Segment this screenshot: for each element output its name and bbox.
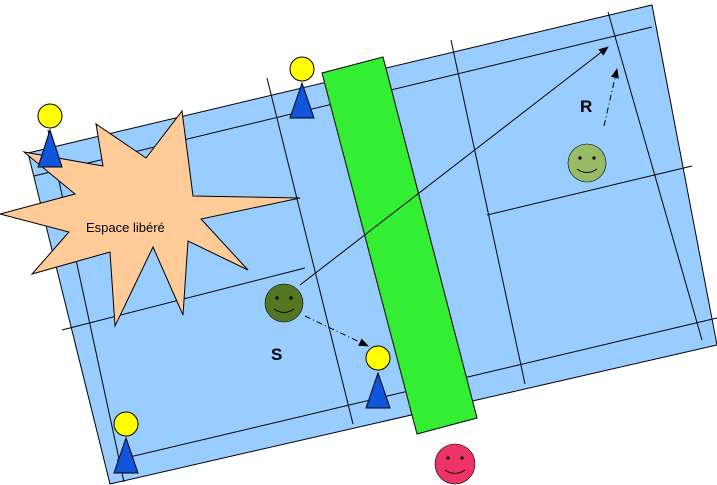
player-icon: [365, 345, 391, 409]
smiley-face-icon: [434, 443, 476, 485]
net: [321, 56, 478, 435]
smiley-face-icon: [567, 143, 607, 183]
serve-trajectory-arrow: [299, 46, 609, 286]
player-icon: [37, 103, 63, 168]
player-icon: [113, 411, 139, 474]
freed-space-star: [0, 109, 301, 328]
freed-space-label: Espace libéré: [86, 220, 165, 235]
receiver-dashed-arrow: [603, 68, 619, 127]
receiver-label: R: [580, 97, 592, 116]
player-icon: [289, 56, 315, 119]
smiley-face-icon: [264, 283, 304, 323]
server-label: S: [271, 345, 282, 364]
